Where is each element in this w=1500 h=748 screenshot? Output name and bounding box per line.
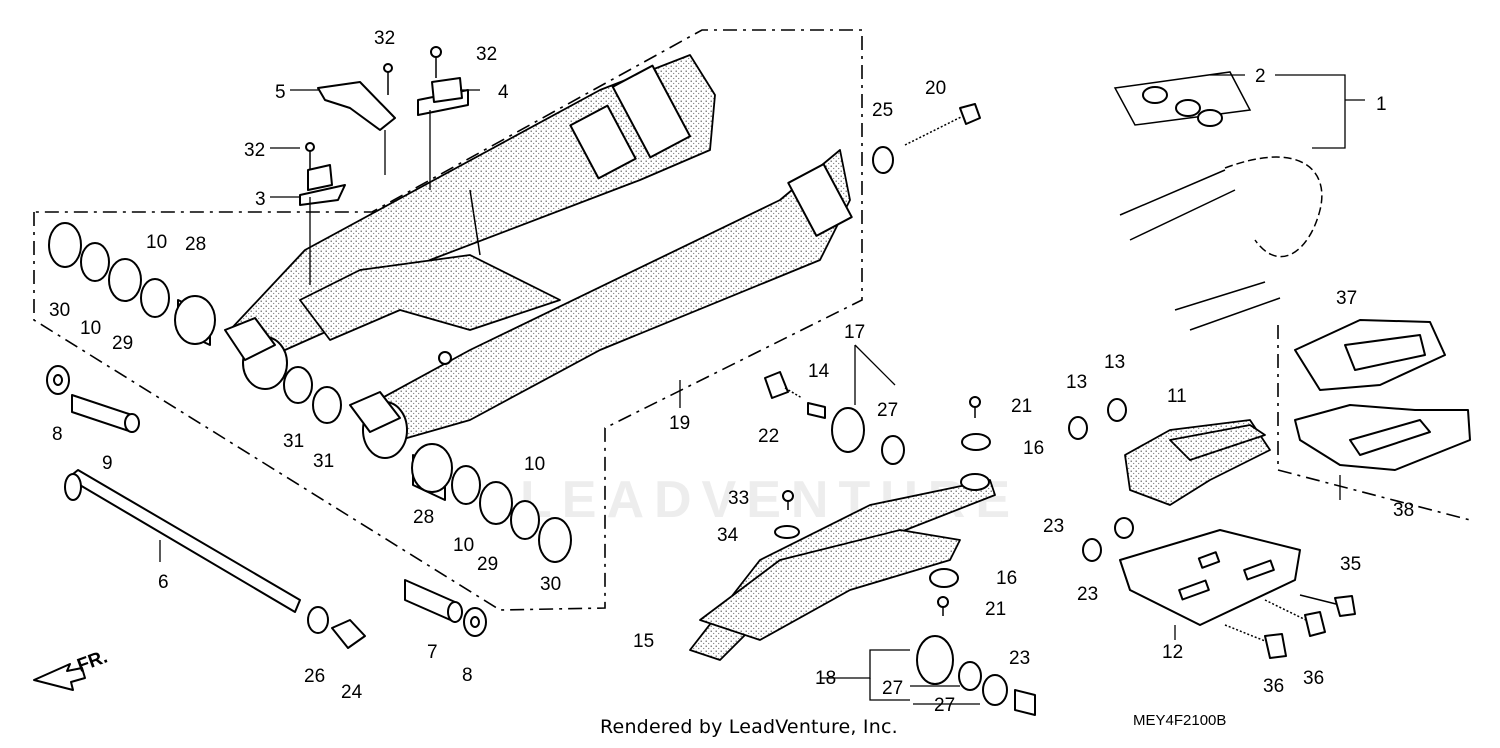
- callout-1: 1: [1376, 94, 1387, 115]
- callout-21-a: 21: [1011, 396, 1032, 417]
- callout-20: 20: [925, 78, 946, 99]
- brake-hose-clamp-3[interactable]: [299, 164, 346, 206]
- callout-37: 37: [1336, 288, 1357, 309]
- screw-33-washer-34[interactable]: [774, 490, 800, 539]
- callout-5: 5: [275, 82, 286, 103]
- callout-21-b: 21: [985, 599, 1006, 620]
- callout-13-b: 13: [1104, 352, 1125, 373]
- nut-25[interactable]: [872, 146, 894, 174]
- callout-32-c: 32: [244, 140, 265, 161]
- callout-30-a: 30: [49, 300, 70, 321]
- callout-15: 15: [633, 631, 654, 652]
- callout-10-c: 10: [524, 454, 545, 475]
- callout-31-a: 31: [283, 431, 304, 452]
- collar-7[interactable]: [404, 579, 463, 623]
- callout-36-b: 36: [1303, 668, 1324, 689]
- callout-27-a: 27: [877, 400, 898, 421]
- chain-guide-37[interactable]: [1294, 319, 1446, 391]
- callout-12: 12: [1162, 642, 1183, 663]
- callout-11: 11: [1167, 386, 1187, 407]
- leader-lines: [159, 74, 1365, 705]
- chain-slider[interactable]: [689, 473, 996, 661]
- chain-guide-boundary: [1277, 325, 1471, 521]
- chain-roller-lower[interactable]: [916, 635, 1036, 716]
- callout-24: 24: [341, 682, 363, 703]
- callout-13-a: 13: [1066, 372, 1087, 393]
- callout-8-top: 8: [52, 424, 63, 445]
- bolt-22[interactable]: [764, 371, 803, 399]
- callout-8-bottom: 8: [462, 665, 473, 686]
- callout-16-a: 16: [1023, 438, 1044, 459]
- callout-30-b: 30: [540, 574, 561, 595]
- bolt-32[interactable]: [305, 46, 442, 170]
- callout-29-a: 29: [112, 333, 133, 354]
- callout-25: 25: [872, 100, 893, 121]
- pivot-collar[interactable]: [71, 394, 140, 433]
- washer-8-top[interactable]: [46, 365, 70, 395]
- swingarm-assembly-boundary: [33, 29, 863, 611]
- callout-27-b: 27: [882, 678, 903, 699]
- washer-8-bottom[interactable]: [463, 607, 487, 637]
- callout-9: 9: [102, 453, 113, 474]
- drive-chain[interactable]: [1119, 156, 1323, 331]
- callout-36-a: 36: [1263, 676, 1284, 697]
- brake-hose-guide-5[interactable]: [317, 81, 396, 131]
- callout-16-b: 16: [996, 568, 1017, 589]
- callout-17: 17: [844, 322, 865, 343]
- callout-34: 34: [717, 525, 739, 546]
- callout-14: 14: [808, 361, 830, 382]
- front-direction-arrow: FR.: [33, 646, 111, 691]
- callout-27-c: 27: [934, 695, 955, 716]
- callout-33: 33: [728, 488, 749, 509]
- callout-22: 22: [758, 426, 779, 447]
- callout-labels: 1 2 3 4 5 6 7 8 8 9 10 10 10 10 11 12 13…: [49, 28, 1414, 716]
- bolt-20[interactable]: [904, 103, 981, 146]
- callout-28-a: 28: [185, 234, 206, 255]
- chain-guide-38[interactable]: [1294, 404, 1471, 471]
- bolts-35-36[interactable]: [1224, 594, 1356, 659]
- callout-38: 38: [1393, 500, 1414, 521]
- callout-2: 2: [1255, 66, 1266, 87]
- chain-guide-12[interactable]: [1119, 529, 1301, 626]
- callout-10-d: 10: [453, 535, 474, 556]
- pivot-nut[interactable]: [307, 606, 366, 649]
- chain-joint[interactable]: [1113, 71, 1252, 127]
- callout-23-c: 23: [1009, 648, 1030, 669]
- chain-guide-11[interactable]: [1124, 419, 1271, 506]
- callout-4: 4: [498, 82, 509, 103]
- callout-18: 18: [815, 668, 836, 689]
- brake-hose-clamp-4[interactable]: [417, 77, 469, 116]
- grommets-16[interactable]: [929, 433, 991, 588]
- callout-32-b: 32: [476, 44, 497, 65]
- callout-23-a: 23: [1043, 516, 1064, 537]
- callout-7: 7: [427, 642, 438, 663]
- front-indicator-label: FR.: [75, 646, 111, 676]
- callout-10-a: 10: [146, 232, 167, 253]
- callout-28-b: 28: [413, 507, 434, 528]
- callout-26: 26: [304, 666, 325, 687]
- callout-6: 6: [158, 572, 169, 593]
- bearing-stack-right[interactable]: [283, 366, 572, 563]
- pivot-bolt[interactable]: [64, 469, 301, 613]
- bearing-stack-left[interactable]: [48, 222, 216, 346]
- callout-19: 19: [669, 413, 690, 434]
- nuts-23[interactable]: [1082, 517, 1134, 562]
- render-credit: Rendered by LeadVenture, Inc.: [600, 716, 898, 738]
- screws-21[interactable]: [937, 396, 981, 616]
- callout-32-a: 32: [374, 28, 395, 49]
- swingarm[interactable]: [224, 54, 853, 459]
- callout-31-b: 31: [313, 451, 334, 472]
- chain-roller-upper[interactable]: [807, 402, 905, 465]
- callout-23-b: 23: [1077, 584, 1098, 605]
- diagram-code: MEY4F2100B: [1133, 712, 1227, 729]
- callout-10-b: 10: [80, 318, 101, 339]
- callout-3: 3: [255, 189, 266, 210]
- callout-29-b: 29: [477, 554, 498, 575]
- collars-13[interactable]: [1068, 398, 1127, 440]
- callout-35: 35: [1340, 554, 1361, 575]
